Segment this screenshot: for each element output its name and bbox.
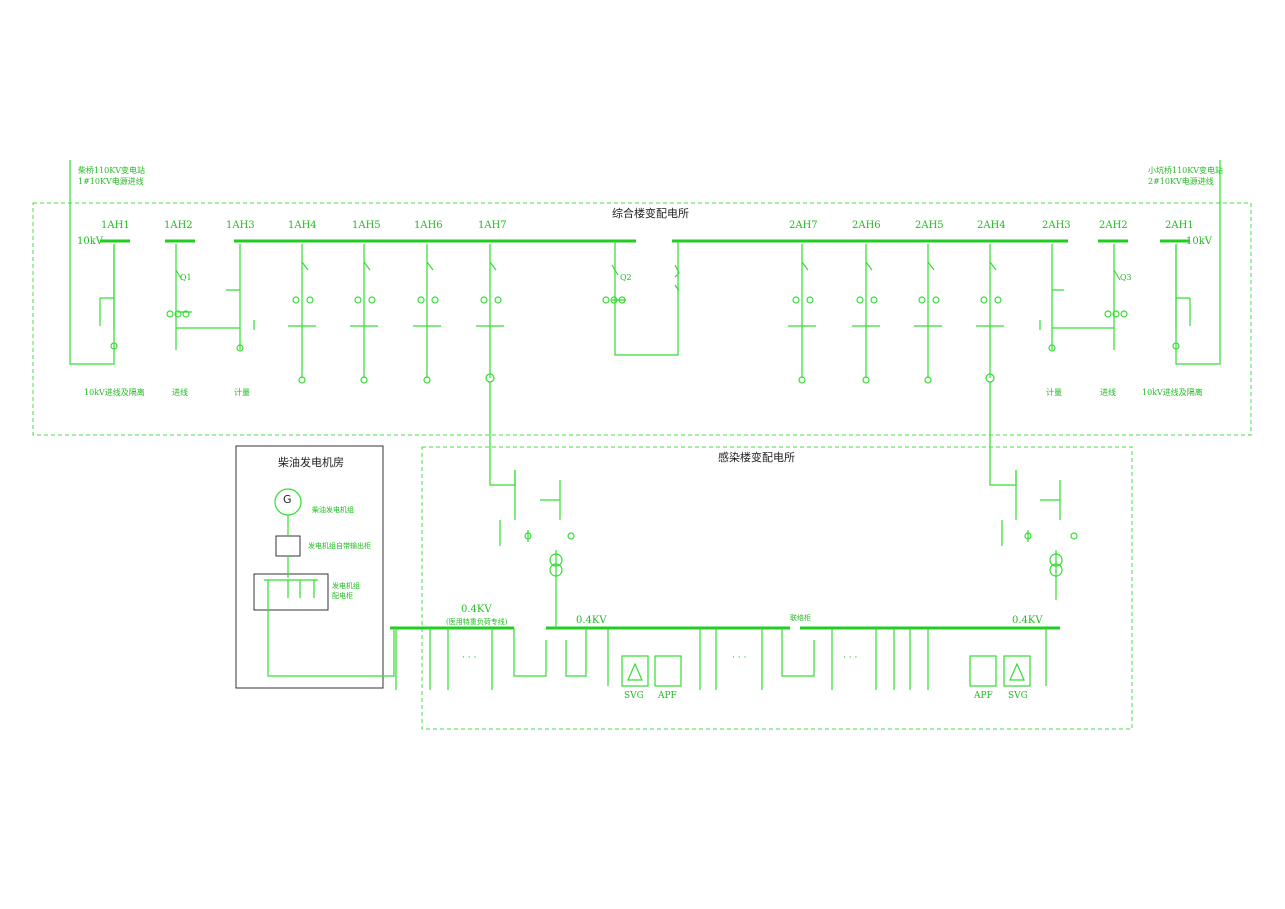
source-right-line-2: 2#10KV电源进线 bbox=[1148, 176, 1214, 186]
apf-box-right bbox=[969, 655, 997, 687]
bottom-label-left-2: 进线 bbox=[172, 387, 188, 397]
source-right-feeder bbox=[1175, 160, 1221, 365]
bus-label-10kv-left: 10kV bbox=[77, 236, 104, 247]
panel-label-1ah1: 1AH1 bbox=[101, 220, 130, 231]
ellipsis-1: · · · bbox=[462, 653, 476, 663]
infection-substation-frame bbox=[421, 446, 1133, 730]
bottom-label-right-1: 计量 bbox=[1046, 387, 1062, 397]
panel-label-2ah5: 2AH5 bbox=[915, 220, 944, 231]
bus-label-04kv-mid: 0.4KV bbox=[576, 615, 607, 626]
source-left-line-1: 柴桥110KV变电站 bbox=[78, 165, 145, 175]
generator-room-title: 柴油发电机房 bbox=[278, 455, 344, 469]
infection-substation-title: 感染楼变配电所 bbox=[718, 450, 795, 464]
generator-panel-label-2: 配电柜 bbox=[332, 591, 353, 600]
switch-label-q3: Q3 bbox=[1120, 273, 1132, 282]
generator-output-box bbox=[275, 535, 301, 557]
bus-coupler-switch bbox=[611, 264, 680, 292]
svg-box-left bbox=[621, 655, 649, 687]
apf-label-left: APF bbox=[657, 691, 677, 701]
bus-label-04kv-right: 0.4KV bbox=[1012, 615, 1043, 626]
panel-label-1ah6: 1AH6 bbox=[414, 220, 443, 231]
apf-label-right: APF bbox=[973, 691, 993, 701]
bottom-label-left-1: 10kV进线及隔离 bbox=[84, 387, 145, 397]
panel-label-1ah4: 1AH4 bbox=[288, 220, 317, 231]
panel-label-2ah6: 2AH6 bbox=[852, 220, 881, 231]
panel-label-1ah7: 1AH7 bbox=[478, 220, 507, 231]
panel-label-2ah7: 2AH7 bbox=[789, 220, 818, 231]
switch-label-q1: Q1 bbox=[180, 273, 192, 282]
generator-panel-label-1: 发电机组 bbox=[332, 581, 360, 590]
bottom-label-right-3: 10kV进线及隔离 bbox=[1142, 387, 1203, 397]
feeders-left bbox=[99, 244, 626, 378]
bus-label-04kv-left: 0.4KV bbox=[461, 604, 492, 615]
bus-sublabel-medical: (医用特重负荷专线) bbox=[446, 617, 508, 626]
panel-label-2ah4: 2AH4 bbox=[977, 220, 1006, 231]
svg-label-left: SVG bbox=[624, 691, 644, 701]
svg-label-right: SVG bbox=[1008, 691, 1028, 701]
bus-label-10kv-right: 10kV bbox=[1186, 236, 1213, 247]
generator-room-frame bbox=[235, 445, 384, 689]
panel-label-1ah5: 1AH5 bbox=[352, 220, 381, 231]
main-substation-frame bbox=[32, 202, 1252, 436]
lv-feeders bbox=[395, 600, 1047, 690]
apf-box-left bbox=[654, 655, 682, 687]
transformer-left bbox=[499, 470, 575, 600]
generator-output-label: 发电机组自带输出柜 bbox=[308, 541, 371, 550]
source-right-line-1: 小坑桥110KV变电站 bbox=[1148, 165, 1223, 175]
feeder-to-infection-right bbox=[989, 382, 1017, 486]
panel-label-1ah3: 1AH3 bbox=[226, 220, 255, 231]
svg-triangle-right bbox=[1009, 662, 1025, 681]
tie-panel-label: 联络柜 bbox=[790, 613, 811, 622]
ct-symbols bbox=[110, 296, 1180, 384]
generator-symbol-letter: G bbox=[283, 493, 292, 506]
ellipsis-3: · · · bbox=[843, 653, 857, 663]
svg-triangle-left bbox=[627, 662, 643, 681]
source-left-feeder bbox=[69, 160, 115, 365]
generator-panel-box bbox=[253, 573, 329, 611]
source-left-line-2: 1#10KV电源进线 bbox=[78, 176, 144, 186]
generator-label: 柴油发电机组 bbox=[312, 505, 354, 514]
svg-box-right bbox=[1003, 655, 1031, 687]
feeder-to-infection-left bbox=[489, 382, 516, 486]
bottom-label-right-2: 进线 bbox=[1100, 387, 1116, 397]
feeders-right bbox=[788, 244, 1191, 378]
generator-wiring bbox=[264, 515, 395, 677]
bus-coupler-q2-link bbox=[614, 241, 679, 356]
panel-label-2ah1: 2AH1 bbox=[1165, 220, 1194, 231]
ellipsis-2: · · · bbox=[732, 653, 746, 663]
panel-label-1ah2: 1AH2 bbox=[164, 220, 193, 231]
panel-label-2ah3: 2AH3 bbox=[1042, 220, 1071, 231]
panel-label-2ah2: 2AH2 bbox=[1099, 220, 1128, 231]
main-substation-title: 综合楼变配电所 bbox=[612, 206, 689, 220]
bottom-label-left-3: 计量 bbox=[234, 387, 250, 397]
transformer-right bbox=[1001, 470, 1078, 600]
switch-label-q2: Q2 bbox=[620, 273, 632, 282]
